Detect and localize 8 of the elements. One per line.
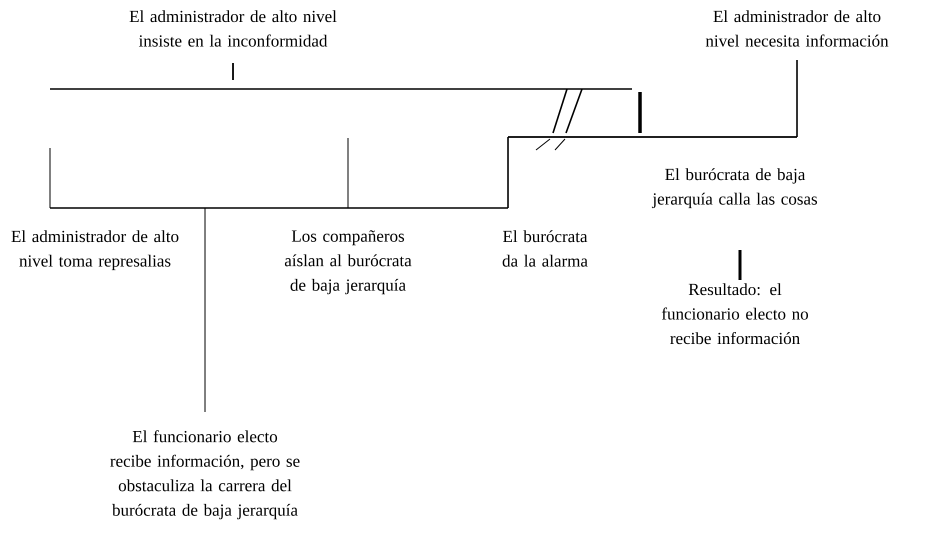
label: El administrador de alto nivel toma represalias — [11, 230, 178, 270]
label: El burócrata de baja jerarquía calla las cosas — [652, 168, 817, 208]
label: Los compañeros aíslan al burócrata de baja jerarquía — [284, 230, 412, 294]
label: Resultado: el funcionario electo no recibe información — [662, 283, 808, 344]
label: El administrador de alto nivel insiste en la inconformidad — [130, 10, 337, 47]
label: El funcionario electo recibe información, pero se obstaculiza la carrera del burócrata de baja jerarquía — [110, 430, 300, 520]
label: El burócrata da la alarma — [502, 230, 588, 267]
label: El administrador de alto nivel necesita información — [706, 10, 888, 47]
